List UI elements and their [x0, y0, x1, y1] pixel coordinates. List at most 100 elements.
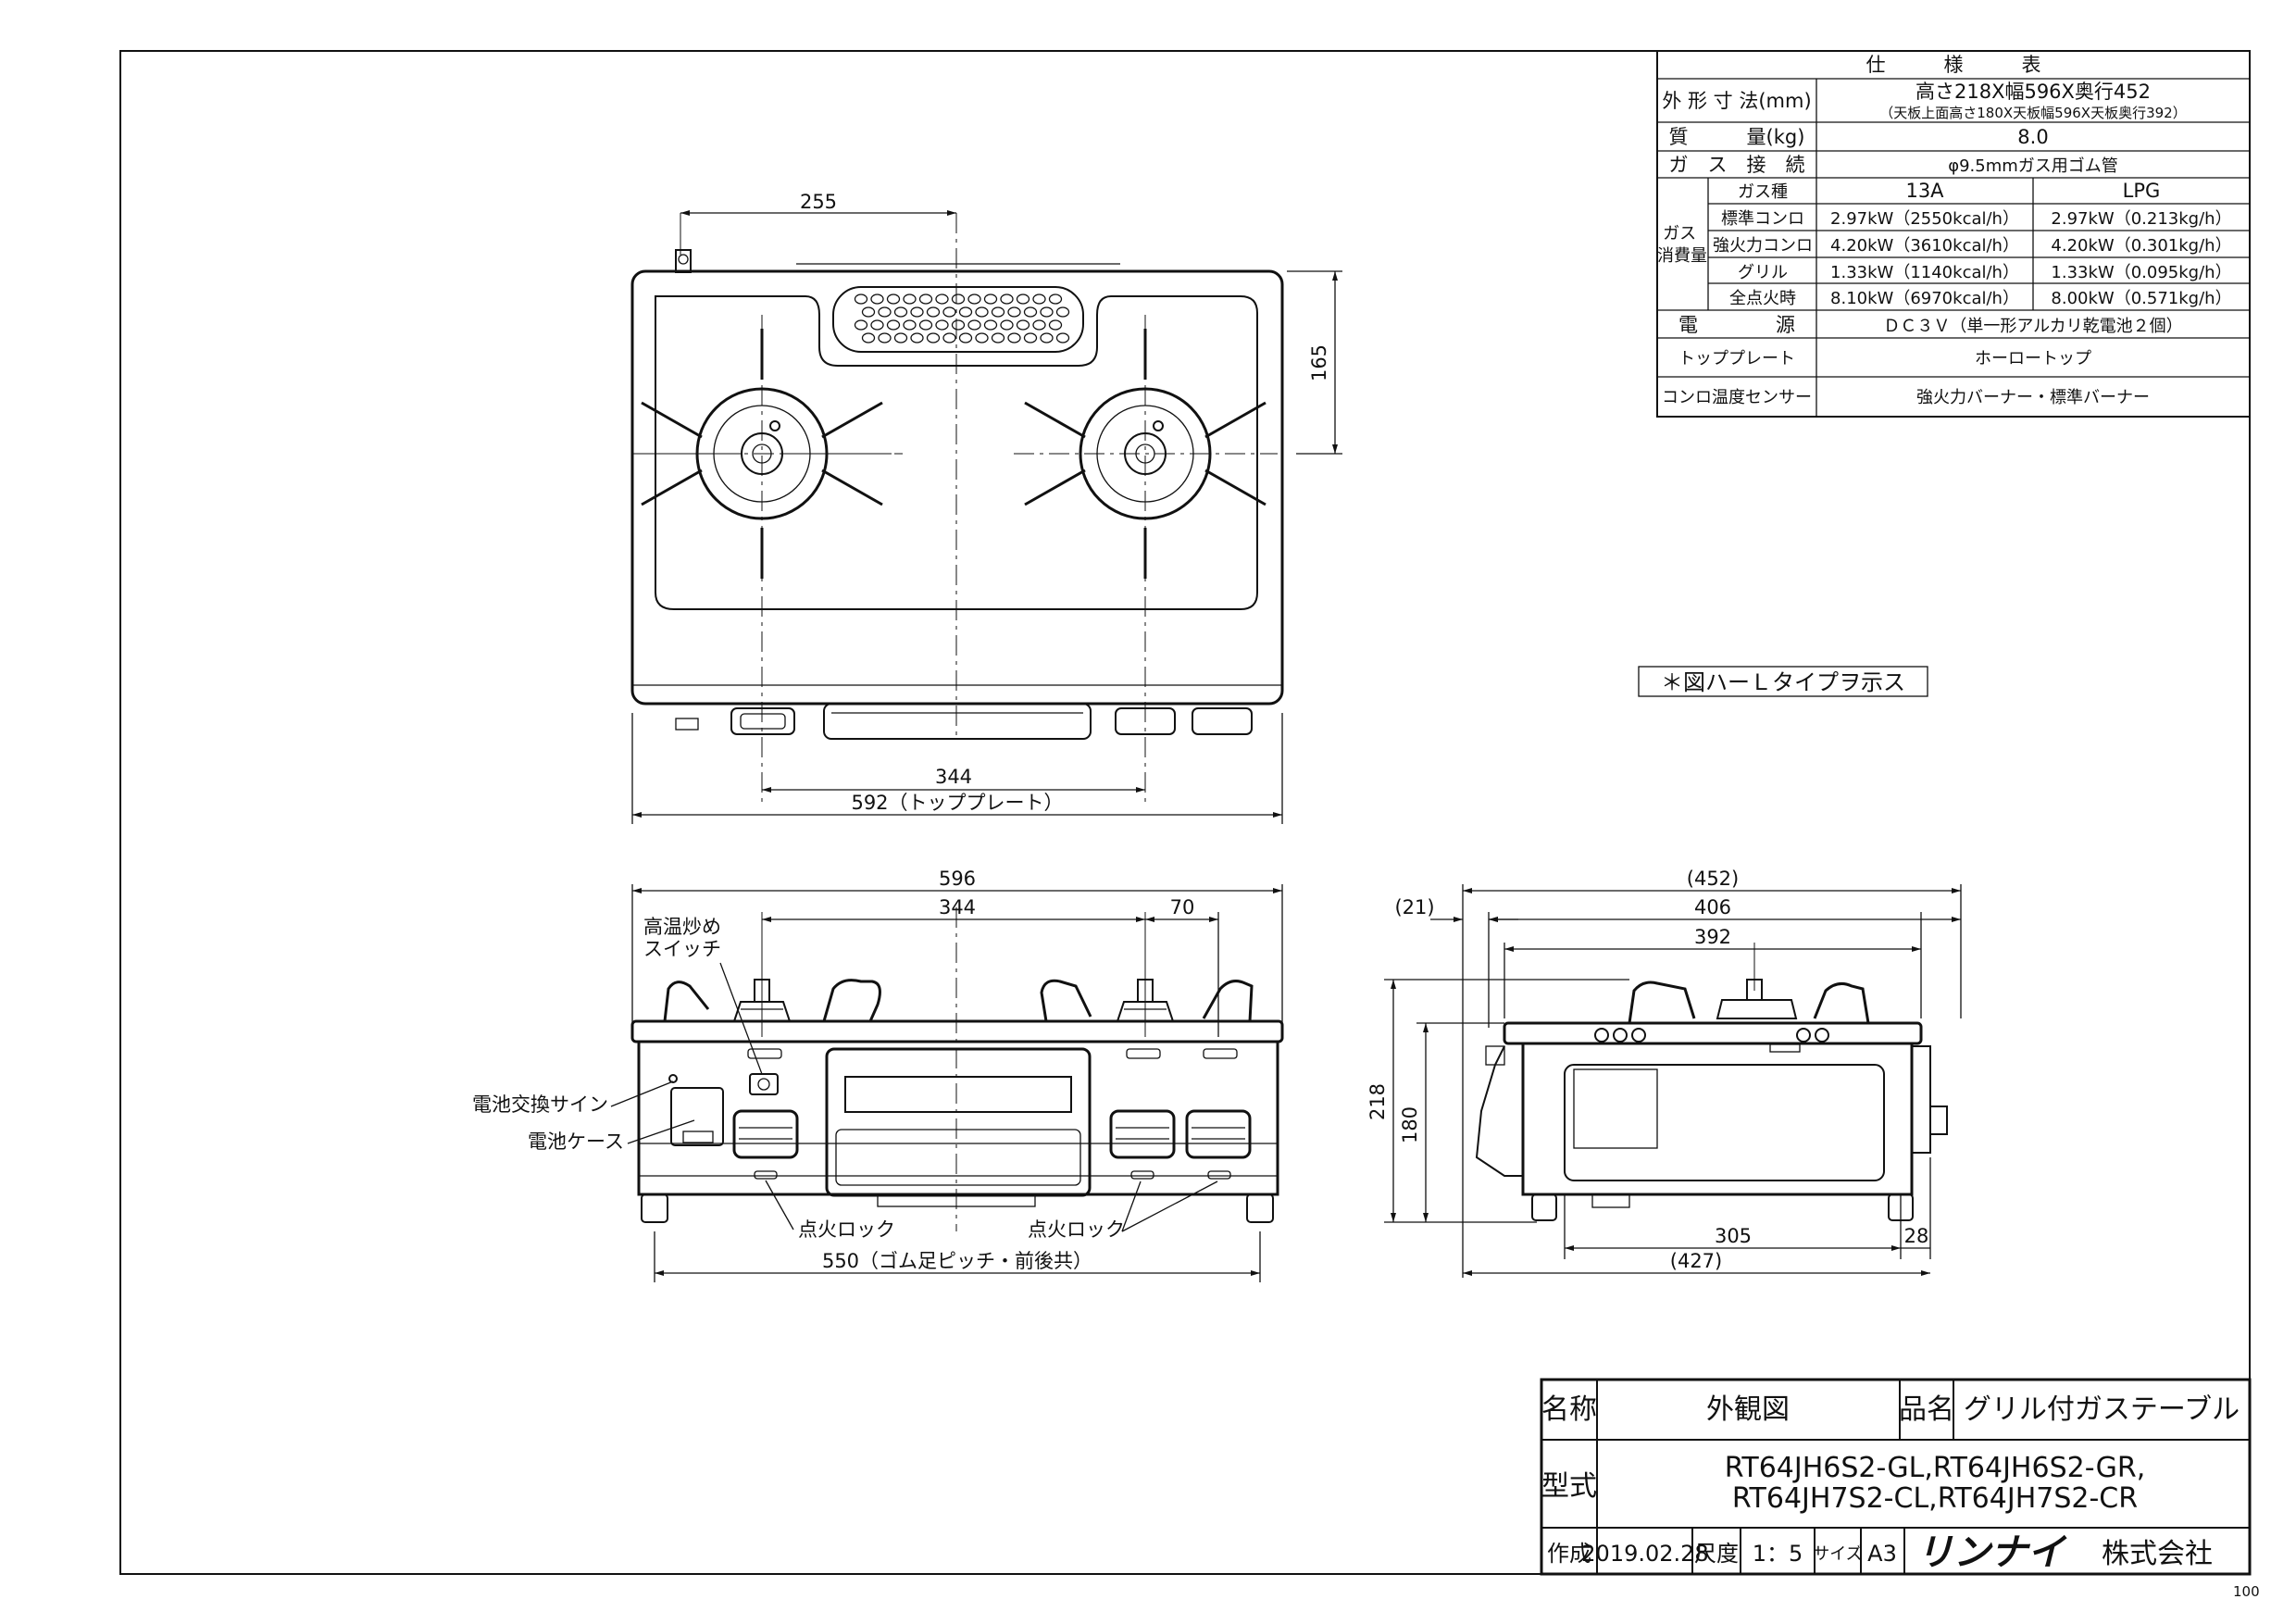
vent-hole [1055, 332, 1070, 344]
vent-hole [926, 306, 941, 318]
side-body [1521, 1042, 1914, 1196]
spec-value-top-plate: ホーロートップ [1975, 349, 2091, 369]
label-switch-line2: スイッチ [643, 938, 721, 960]
grill-vent [832, 286, 1084, 353]
spec-value-power: ＤＣ３Ｖ（単一形アルカリ乾電池２個） [1883, 317, 2182, 336]
title-block: 名称 外観図 品名 グリル付ガステーブル 型式 RT64JH6S2-GL,RT6… [1540, 1378, 2252, 1576]
dim-side-180: 180 [1399, 1106, 1421, 1143]
dim-top-344: 344 [935, 766, 972, 788]
tb-size-value: A3 [1867, 1541, 1897, 1567]
spec-value-dimensions: 高さ218X幅596X奥行452 [1915, 81, 2151, 103]
gas-row-lpg-1: 4.20kW（0.301kg/h） [2051, 236, 2231, 256]
gas-row-13a-2: 1.33kW（1140kcal/h） [1830, 263, 2019, 282]
dim-side-218: 218 [1366, 1083, 1389, 1120]
vent-hole [893, 306, 908, 318]
vent-hole [918, 294, 933, 305]
dim-side-406: 406 [1694, 896, 1731, 918]
left-burner [632, 329, 892, 579]
label-battery-sign: 電池交換サイン [472, 1093, 608, 1116]
vent-hole [1040, 332, 1054, 344]
spec-value-sensor: 強火力バーナー・標準バーナー [1916, 388, 2150, 407]
gas-header-label: ガス種 [1738, 182, 1788, 202]
dim-side-427: (427) [1670, 1250, 1722, 1272]
dim-front-344: 344 [939, 896, 976, 918]
label-ignition-lock-2: 点火ロック [1028, 1218, 1125, 1241]
dim-front-550: 550（ゴム足ピッチ・前後共） [822, 1250, 1092, 1272]
vent-hole [861, 306, 876, 318]
vent-hole [935, 319, 949, 331]
vent-hole [951, 319, 966, 331]
gas-row-13a-3: 8.10kW（6970kcal/h） [1830, 289, 2019, 308]
vent-hole [926, 332, 941, 344]
side-view: (452) (21) 406 392 218 180 305 28 (427) [1366, 868, 1962, 1278]
vent-hole [935, 294, 949, 305]
vent-hole [903, 294, 917, 305]
gas-header-13a: 13A [1905, 180, 1944, 202]
vent-hole [983, 319, 998, 331]
spec-value-dimensions-sub: （天板上面高さ180X天板幅596X天板奥行392） [1879, 105, 2186, 121]
vent-hole [983, 294, 998, 305]
vent-hole [861, 332, 876, 344]
vent-hole [975, 306, 989, 318]
spec-title: 仕 様 表 [1866, 54, 2041, 76]
vent-hole [1032, 319, 1046, 331]
vent-hole [1000, 319, 1014, 331]
label-battery-case: 電池ケース [528, 1131, 624, 1153]
svg-text:＊図ハーＬタイプヲ示ス: ＊図ハーＬタイプヲ示ス [1661, 669, 1905, 695]
tb-scale-value: 1：5 [1753, 1541, 1803, 1567]
dim-top-592: 592（トッププレート） [851, 792, 1063, 814]
vent-hole [893, 332, 908, 344]
sheet-border [119, 50, 2251, 1575]
tb-company-logo: リンナイ [1916, 1531, 2067, 1574]
gas-row-label-3: 全点火時 [1729, 289, 1796, 308]
gas-group-line2: 消費量 [1657, 246, 1707, 266]
vent-hole [975, 332, 989, 344]
vent-hole [1007, 306, 1021, 318]
spec-label-sensor: コンロ温度センサー [1662, 388, 1812, 407]
right-burner [1024, 329, 1267, 579]
spec-label-gas-connection: ガ ス 接 続 [1669, 154, 1805, 176]
vent-hole [1040, 306, 1054, 318]
gas-row-13a-1: 4.20kW（3610kcal/h） [1830, 236, 2019, 256]
gas-header-lpg: LPG [2123, 180, 2161, 202]
vent-hole [967, 319, 981, 331]
vent-hole [1016, 294, 1030, 305]
dim-top-255: 255 [800, 191, 837, 213]
top-plate-outline [655, 295, 1258, 610]
vent-hole [951, 294, 966, 305]
vent-hole [1023, 332, 1038, 344]
spec-value-mass: 8.0 [2017, 126, 2048, 148]
dim-front-70: 70 [1170, 896, 1195, 918]
gas-row-lpg-2: 1.33kW（0.095kg/h） [2051, 263, 2231, 282]
label-switch-line1: 高温炒め [643, 916, 721, 938]
grill-door [825, 1047, 1092, 1197]
vent-hole [1048, 319, 1063, 331]
gas-row-label-0: 標準コンロ [1721, 209, 1804, 229]
top-view: 255 165 344 592（トッププレート） [630, 191, 1342, 824]
vent-hole [878, 332, 892, 344]
type-note: ＊図ハーＬタイプヲ示ス [1638, 666, 1928, 697]
gas-row-label-2: グリル [1738, 263, 1788, 282]
tb-date-value: 2019.02.28 [1581, 1541, 1708, 1567]
dim-side-21: (21) [1394, 896, 1434, 918]
tb-model-label: 型式 [1541, 1470, 1597, 1503]
vent-hole [854, 319, 868, 331]
front-view: 596 344 70 550（ゴム足ピッチ・前後共） 高温炒め スイッチ 電池交… [472, 868, 1284, 1282]
vent-hole [1016, 319, 1030, 331]
vent-hole [991, 306, 1005, 318]
top-view-body [630, 269, 1284, 706]
vent-hole [886, 294, 901, 305]
dim-side-305: 305 [1715, 1225, 1752, 1247]
spec-gas-group-label: ガス 消費量 [1657, 224, 1707, 266]
gas-row-label-1: 強火力コンロ [1713, 236, 1813, 256]
corner-number: 100 [2233, 1583, 2260, 1600]
vent-hole [870, 319, 884, 331]
vent-hole [903, 319, 917, 331]
spec-label-power: 電 源 [1678, 314, 1795, 336]
vent-hole [886, 319, 901, 331]
vent-hole [1032, 294, 1046, 305]
tb-model-line1: RT64JH6S2-GL,RT64JH6S2-GR, [1725, 1452, 2146, 1484]
vent-hole [878, 306, 892, 318]
spec-label-top-plate: トッププレート [1678, 349, 1795, 369]
